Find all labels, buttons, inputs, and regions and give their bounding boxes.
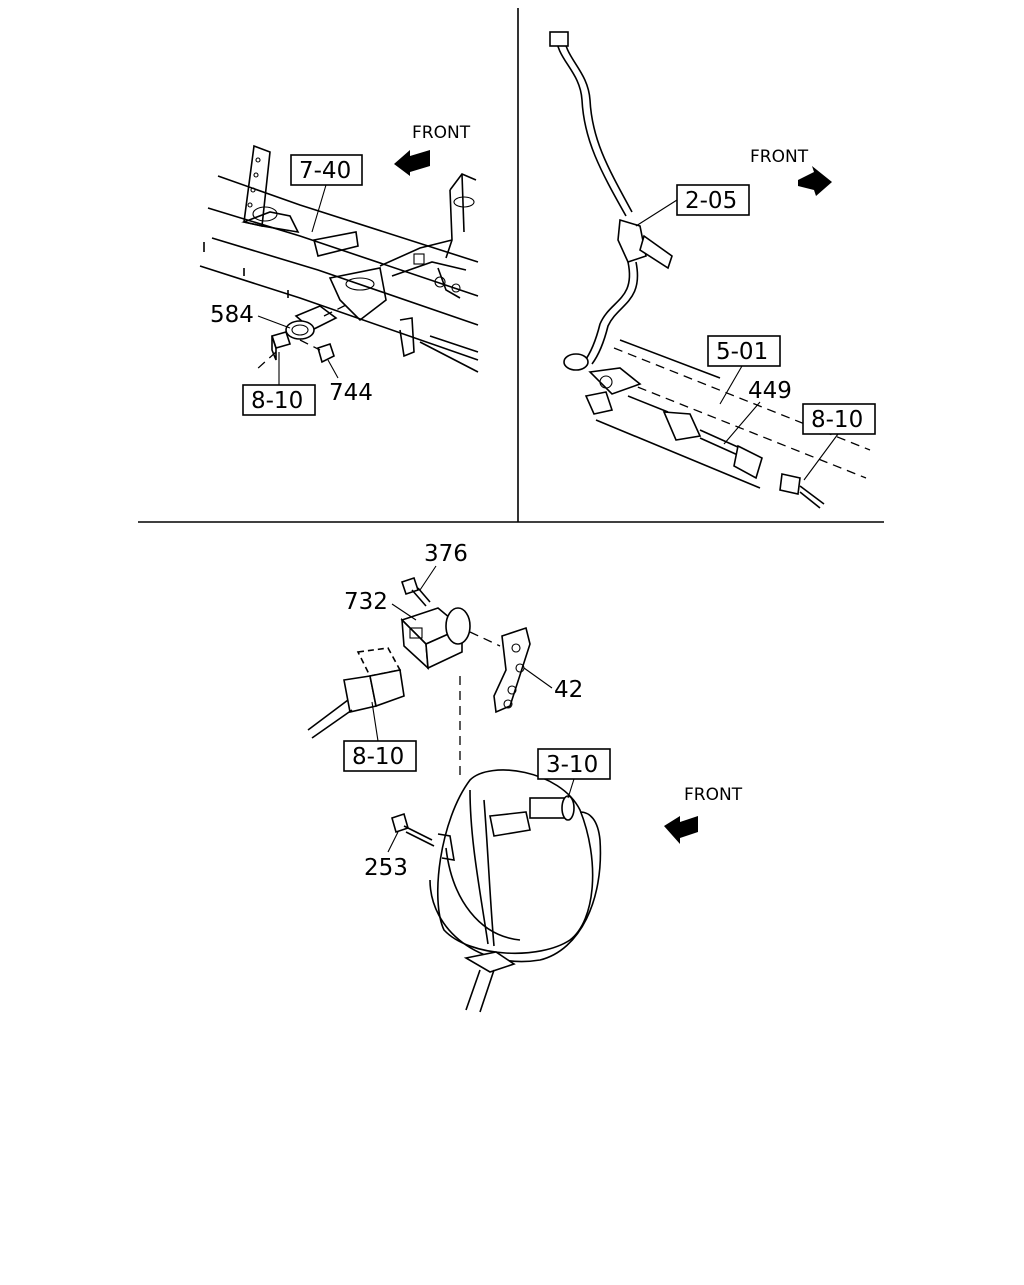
svg-text:3-10: 3-10 (546, 752, 598, 778)
leader-8-10-bottom (371, 701, 379, 742)
part-label-376: 376 (424, 541, 468, 567)
front-label-top-left: FRONT (412, 123, 471, 143)
part-label-42: 42 (554, 677, 583, 703)
panel-top-right: FRONT 2-05 5-01 449 8-10 (549, 31, 876, 509)
leader-2-05 (635, 199, 678, 227)
svg-text:2-05: 2-05 (685, 188, 737, 214)
part-label-732: 732 (344, 589, 388, 615)
svg-text:5-01: 5-01 (716, 339, 768, 365)
ref-box-2-05[interactable]: 2-05 (676, 184, 750, 216)
svg-text:8-10: 8-10 (811, 407, 863, 433)
part-label-584: 584 (210, 302, 254, 328)
panel-bottom: FRONT 376 732 42 8-10 3-10 253 (307, 541, 743, 1013)
frame-assembly-drawing (199, 144, 479, 373)
leader-744 (327, 359, 339, 379)
leader-42 (523, 667, 553, 689)
svg-text:7-40: 7-40 (299, 158, 351, 184)
leader-7-40 (311, 184, 327, 233)
leader-376 (419, 565, 437, 591)
axle-pipe-drawing (549, 31, 871, 509)
front-label-bottom: FRONT (684, 785, 743, 805)
leader-584 (257, 315, 291, 329)
front-arrow-top-right (798, 166, 832, 196)
part-label-253: 253 (364, 855, 408, 881)
leader-8-10-top-right (803, 433, 839, 481)
front-arrow-bottom (664, 816, 698, 844)
leader-253 (387, 831, 399, 853)
leader-3-10 (567, 778, 575, 799)
ref-box-8-10-bottom[interactable]: 8-10 (343, 740, 417, 772)
leader-5-01 (719, 365, 743, 405)
front-arrow-top-left (394, 150, 430, 176)
panel-top-left: FRONT 7-40 8-10 584 744 (199, 123, 479, 416)
ref-box-8-10-top-left[interactable]: 8-10 (242, 384, 316, 416)
part-label-449: 449 (748, 378, 792, 404)
leader-449 (723, 401, 761, 445)
front-label-top-right: FRONT (750, 147, 809, 167)
ref-box-7-40[interactable]: 7-40 (290, 154, 363, 186)
ref-box-3-10[interactable]: 3-10 (537, 748, 611, 780)
svg-text:8-10: 8-10 (251, 388, 303, 414)
master-cylinder-drawing (307, 576, 602, 1013)
part-label-744: 744 (329, 380, 373, 406)
ref-box-5-01[interactable]: 5-01 (707, 335, 781, 367)
leader-732 (391, 603, 417, 621)
svg-text:8-10: 8-10 (352, 744, 404, 770)
ref-box-8-10-top-right[interactable]: 8-10 (802, 403, 876, 435)
